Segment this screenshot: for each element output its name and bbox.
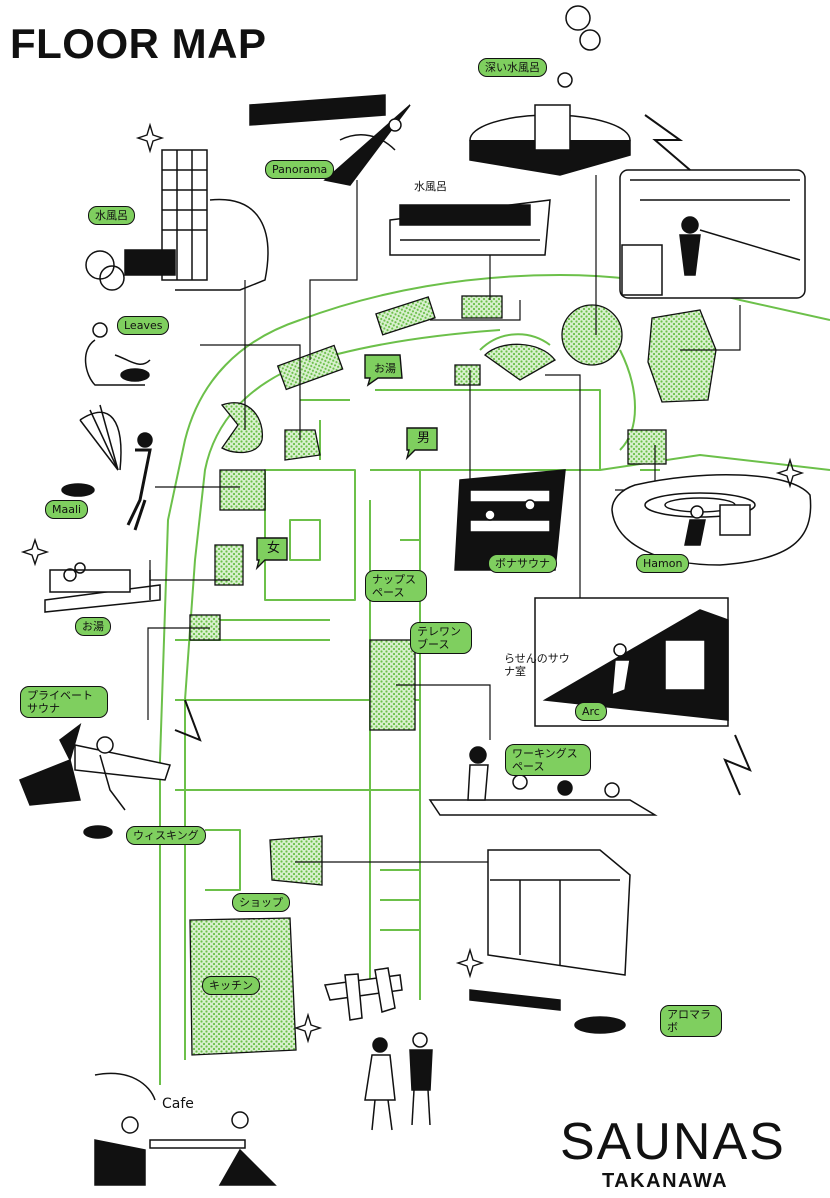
label-kitchen[interactable]: キッチン (202, 976, 260, 995)
label-spiral-sauna[interactable]: らせんのサウナ室 (504, 652, 570, 678)
illustration-private-sauna (19, 723, 171, 839)
label-bonasauna[interactable]: ボナサウナ (488, 554, 557, 573)
room-block-8 (219, 469, 266, 511)
label-aroma-lab[interactable]: アロマラボ (660, 1005, 722, 1037)
room-block-9 (214, 544, 244, 586)
label-leaves[interactable]: Leaves (117, 316, 170, 335)
label-hamon[interactable]: Hamon (636, 554, 690, 573)
label-maali[interactable]: Maali (45, 500, 89, 519)
label-working-space[interactable]: ワーキングスペース (505, 744, 591, 776)
room-block-5 (561, 304, 623, 366)
illustration-maali (61, 404, 153, 531)
room-block-11 (284, 429, 321, 461)
label-bath-left[interactable]: お湯 (75, 617, 111, 636)
label-bath-center[interactable]: お湯 (374, 362, 396, 375)
brand-name: SAUNAS (560, 1113, 786, 1171)
room-block-4 (461, 295, 503, 319)
illustration-panorama (249, 94, 411, 186)
label-male[interactable]: 男 (417, 431, 431, 446)
illustration-people-walking (364, 1032, 433, 1131)
label-female[interactable]: 女 (267, 541, 281, 556)
label-deep-cold-bath[interactable]: 深い水風呂 (478, 58, 547, 77)
room-block-6 (647, 309, 717, 403)
label-private-sauna[interactable]: プライベートサウナ (20, 686, 108, 718)
room-block-7 (627, 429, 667, 465)
hatched-rooms (189, 295, 717, 1056)
room-block-16 (454, 364, 481, 386)
label-arc[interactable]: Arc (575, 702, 607, 721)
label-whisking[interactable]: ウィスキング (126, 826, 206, 845)
label-nap-space[interactable]: ナップスペース (365, 570, 427, 602)
illustration-cafe (94, 1072, 277, 1186)
label-shop[interactable]: ショップ (232, 893, 290, 912)
illustration-hamon (611, 474, 812, 566)
illustration-cold-bath-top (389, 199, 551, 256)
illustration-bonasauna (454, 469, 566, 571)
illustration-working-space (428, 746, 658, 816)
label-panorama[interactable]: Panorama (265, 160, 335, 179)
sparkle-decorations (20, 114, 805, 1044)
label-telework-booth[interactable]: テレワンブース (410, 622, 472, 654)
page-title: FLOOR MAP (10, 20, 267, 67)
illustration-deep-cold-bath (469, 5, 631, 176)
illustration-leaves (84, 322, 151, 386)
label-cold-bath-left[interactable]: 水風呂 (88, 206, 135, 225)
label-cold-bath-top[interactable]: 水風呂 (414, 180, 447, 193)
illustration-stove (619, 169, 806, 299)
room-block-15 (483, 343, 556, 381)
room-block-3 (375, 296, 436, 336)
brand-location: TAKANAWA (602, 1170, 729, 1192)
illustration-arc (534, 597, 729, 727)
gender-bubbles (255, 354, 438, 571)
illustration-tower (85, 149, 269, 291)
room-block-2 (276, 344, 344, 391)
label-cafe[interactable]: Cafe (162, 1096, 194, 1112)
sa-mark (324, 967, 403, 1021)
illustration-bath-left (44, 562, 161, 613)
room-block-13 (269, 835, 323, 886)
room-block-1 (220, 402, 263, 454)
illustration-aroma-lab (469, 849, 631, 1034)
